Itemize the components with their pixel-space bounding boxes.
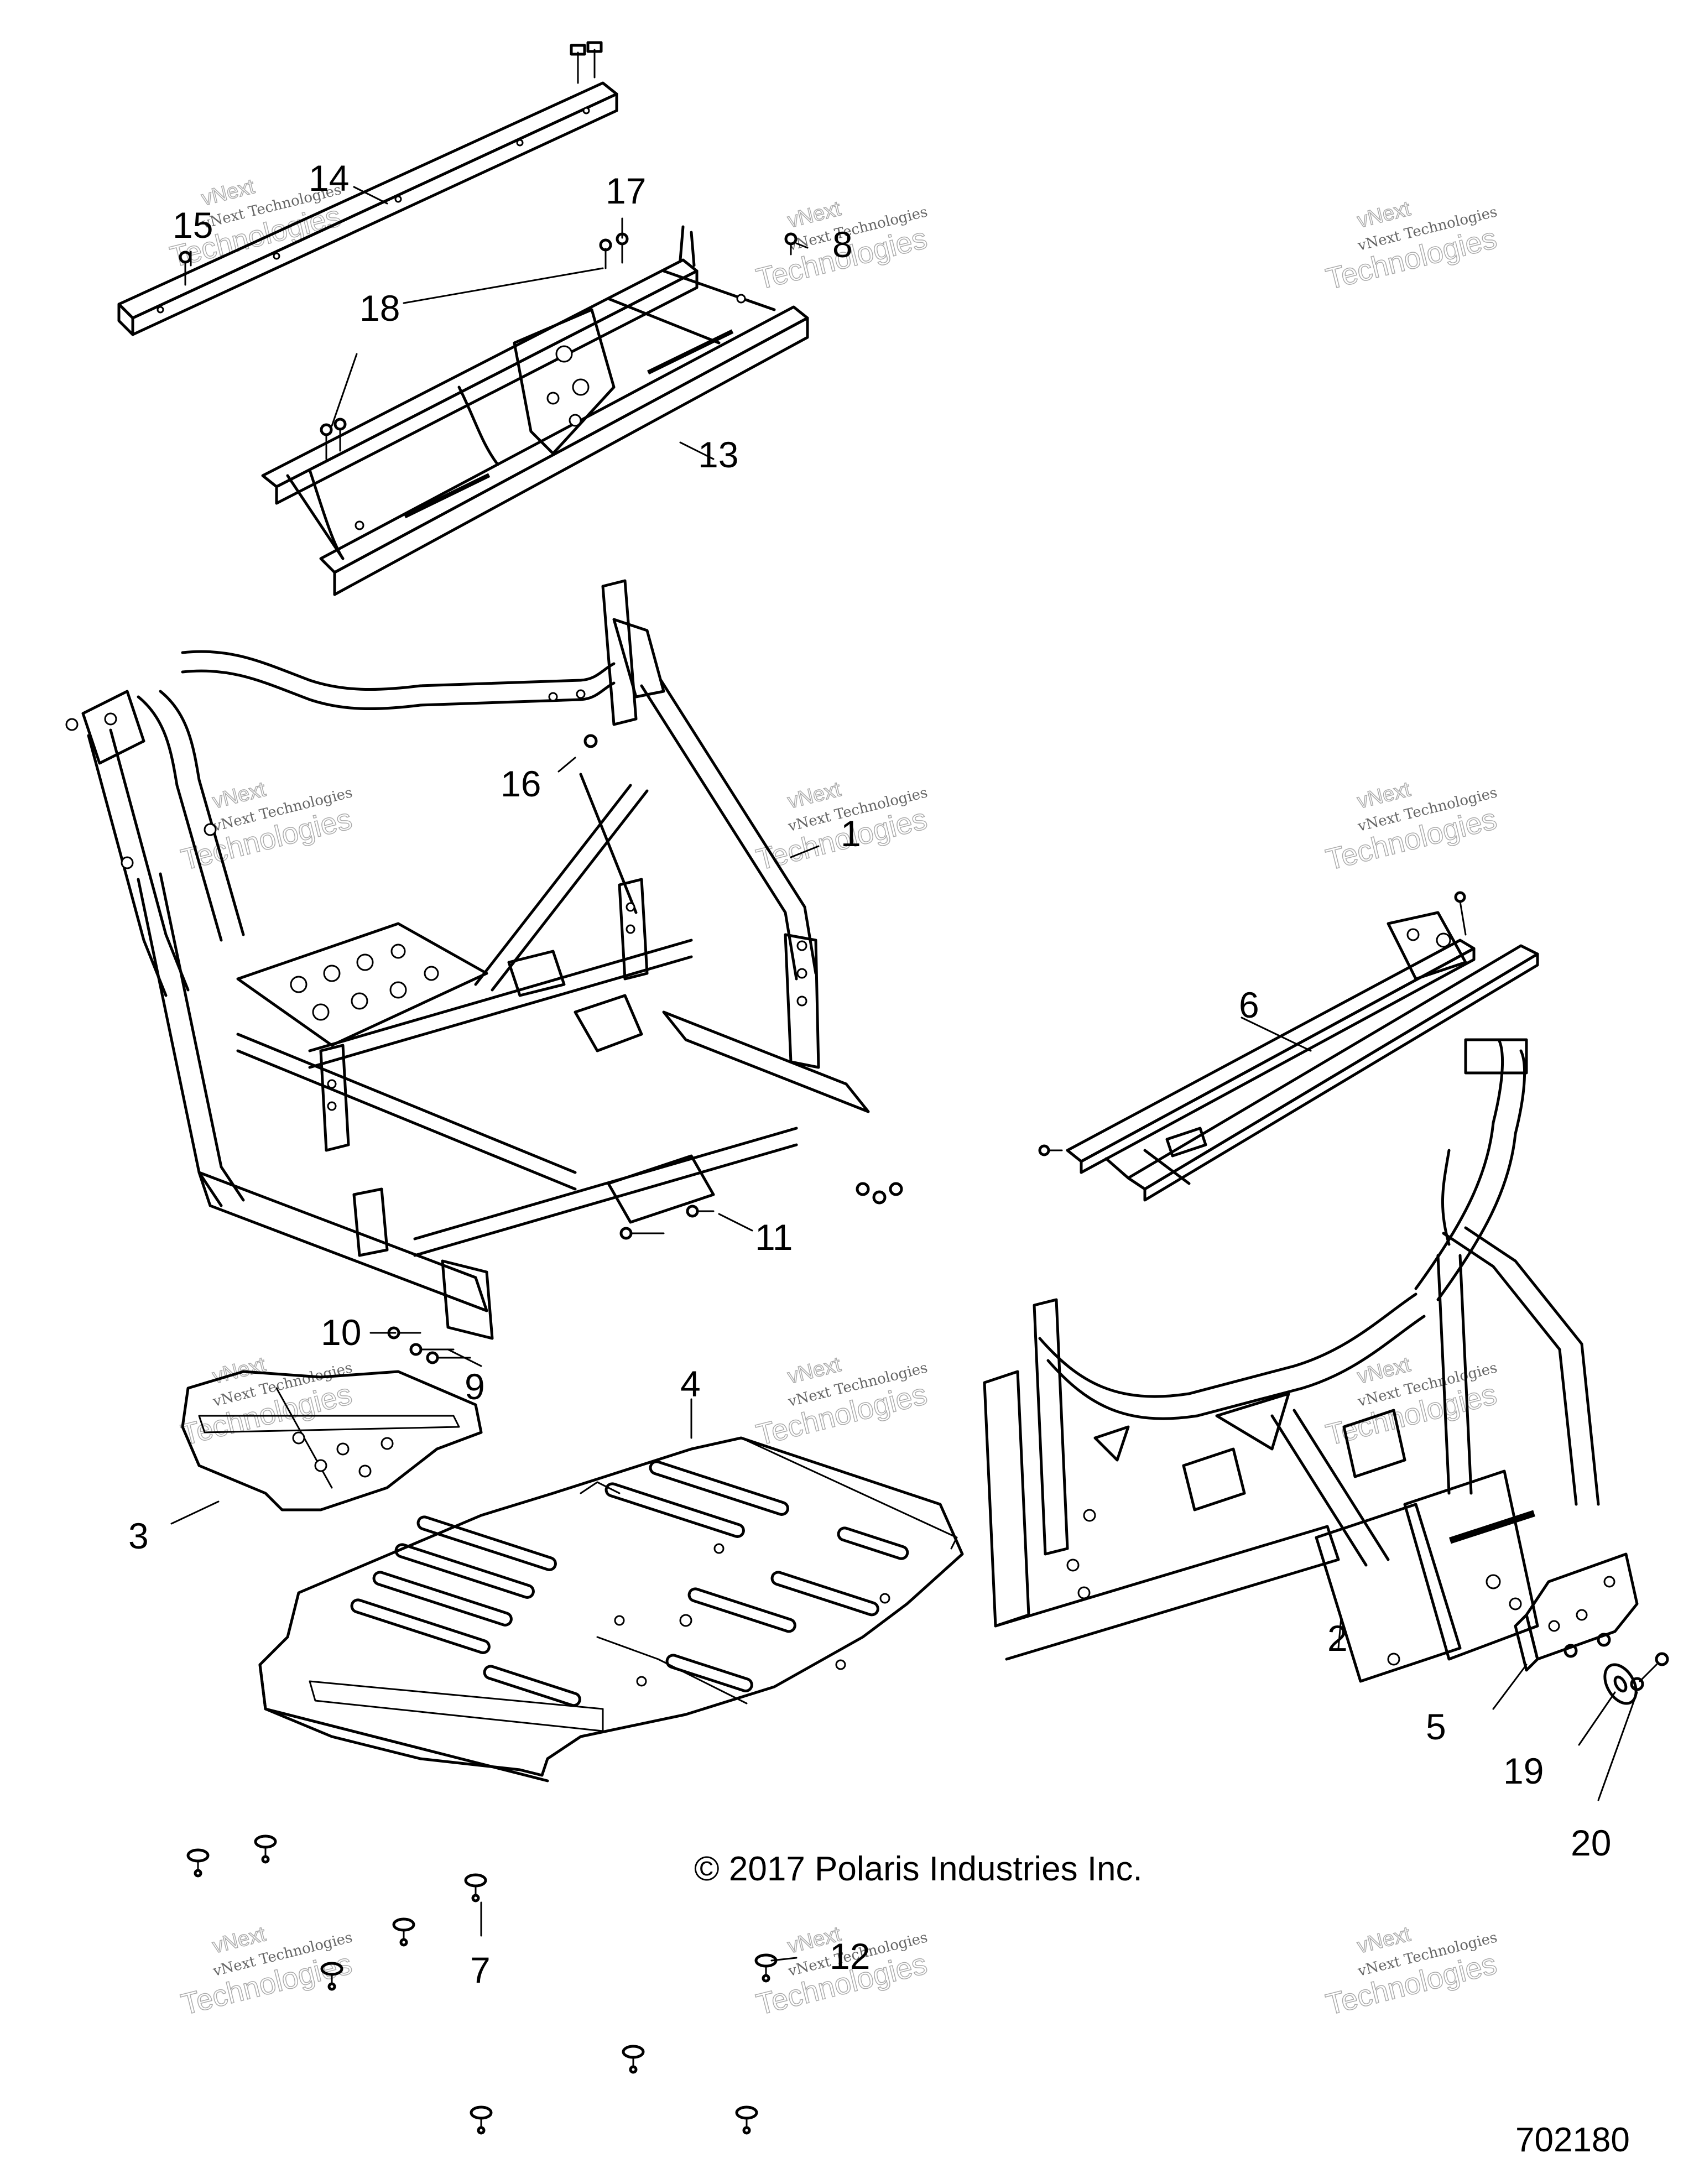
callout-11: 11 <box>755 1217 793 1258</box>
watermark-top-right: vNext vNext Technologies Technologies <box>1322 196 1500 296</box>
copyright-notice: © 2017 Polaris Industries Inc. <box>694 1850 1143 1888</box>
push-rivet-icon <box>464 1873 487 1902</box>
callout-4: 4 <box>680 1363 701 1404</box>
part-14-rail-bar <box>117 81 618 336</box>
push-rivet-icon <box>186 1848 210 1878</box>
watermark-bottom-right: vNext vNext Technologies Technologies <box>1322 1922 1500 2021</box>
callout-5: 5 <box>1426 1706 1446 1747</box>
watermark-mid-left: vNext vNext Technologies Technologies <box>178 777 356 877</box>
push-rivet-icon <box>470 2105 493 2135</box>
watermark-lower-right: vNext vNext Technologies Technologies <box>1322 1352 1500 1452</box>
push-rivet-icon <box>754 1953 778 1983</box>
part-6-side-rail <box>1066 891 1539 1202</box>
part-13-rear-carrier <box>261 225 809 596</box>
callout-9: 9 <box>465 1366 485 1407</box>
callout-16: 16 <box>501 763 541 804</box>
watermark-bottom-left: vNext vNext Technologies Technologies <box>178 1922 356 2021</box>
callout-1: 1 <box>841 813 861 854</box>
push-rivet-icon <box>622 2045 645 2074</box>
nut-icon <box>583 734 903 1205</box>
callout-18: 18 <box>359 288 400 329</box>
callout-10: 10 <box>321 1312 361 1353</box>
part-1-main-frame <box>65 579 870 1340</box>
figure-number: 702180 <box>1515 2121 1630 2159</box>
push-rivet-icon <box>320 1962 343 1991</box>
part-3-skid-plate <box>181 1370 483 1511</box>
callout-8: 8 <box>832 224 853 265</box>
callout-6: 6 <box>1239 984 1259 1025</box>
callout-7: 7 <box>470 1950 491 1990</box>
callout-15: 15 <box>173 205 213 246</box>
bolt-icon <box>387 1326 471 1364</box>
watermarks: vNext vNext Technologies Technologies vN… <box>166 174 1500 2021</box>
callout-12: 12 <box>830 1936 870 1977</box>
part-4-main-skid-plate <box>258 1436 964 1782</box>
watermark-mid-center: vNext vNext Technologies Technologies <box>753 777 931 877</box>
bolt-icon <box>179 232 798 460</box>
bolt-icon <box>1038 1144 1063 1156</box>
push-rivet-icon <box>392 1917 415 1947</box>
push-rivet-icon <box>735 2105 758 2135</box>
part-5-front-bracket <box>1514 1552 1639 1672</box>
bolt-icon <box>619 1205 715 1240</box>
nut-icon <box>1564 1633 1611 1658</box>
bolt-icon <box>570 41 603 84</box>
leader-lines <box>170 186 1638 1962</box>
watermark-lower-center: vNext vNext Technologies Technologies <box>753 1352 931 1452</box>
callouts: 14 15 17 8 18 13 16 1 6 11 10 9 4 3 2 5 … <box>128 158 1611 1990</box>
part-2-front-frame <box>983 1038 1600 1683</box>
callout-2: 2 <box>1327 1618 1348 1659</box>
callout-3: 3 <box>128 1515 149 1556</box>
callout-17: 17 <box>606 170 646 211</box>
callout-13: 13 <box>698 434 738 475</box>
part-20-bolt <box>1630 1652 1669 1691</box>
callout-19: 19 <box>1503 1750 1544 1791</box>
part-7-push-rivets <box>186 1834 778 2135</box>
callout-20: 20 <box>1571 1822 1611 1863</box>
callout-14: 14 <box>309 158 349 199</box>
push-rivet-icon <box>254 1834 277 1864</box>
watermark-mid-right: vNext vNext Technologies Technologies <box>1322 777 1500 877</box>
part-19-washer <box>1603 1663 1638 1705</box>
